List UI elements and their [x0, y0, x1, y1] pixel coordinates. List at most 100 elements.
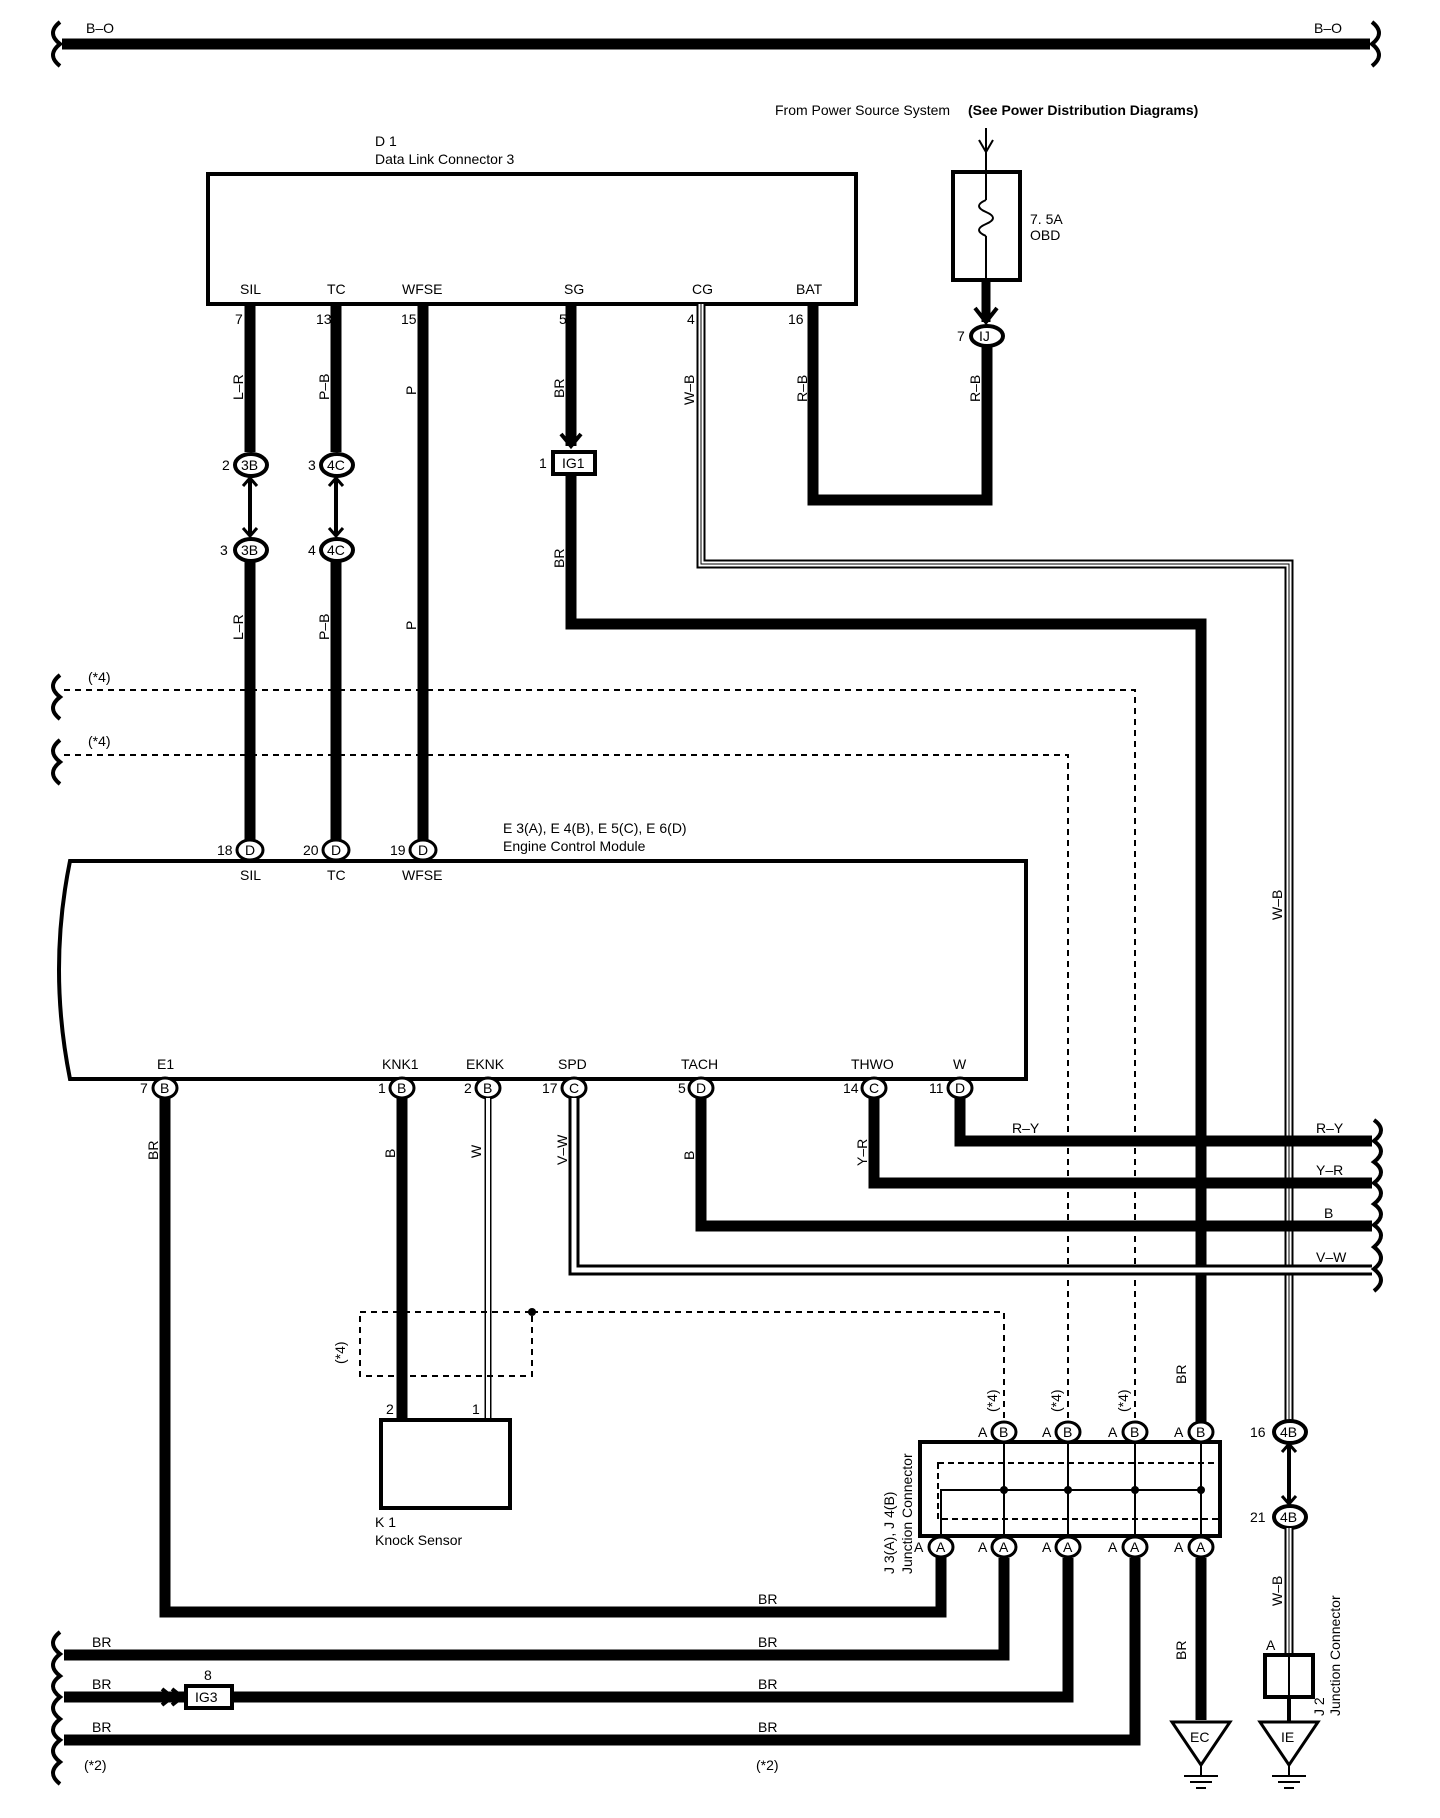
tach-wire-label: B: [681, 1151, 697, 1160]
jc-bottom-pin-2: A: [978, 1539, 988, 1555]
j2-id: J 2: [1311, 1697, 1327, 1716]
right-wire-2: Y–R: [1316, 1162, 1343, 1178]
w-wire-label: R–Y: [1012, 1120, 1040, 1136]
jc-top-pin-4: A: [1174, 1424, 1184, 1440]
right-wire-ends: R–Y Y–R B V–W: [1316, 1118, 1383, 1293]
tc-lower-id: 4C: [327, 542, 345, 558]
ecm-bottom-conn-thwo: C: [869, 1080, 879, 1096]
sil-wire-label-upper: L–R: [230, 374, 246, 400]
j2-name: Junction Connector: [1327, 1595, 1343, 1716]
jc-bottom-conn-4: A: [1130, 1539, 1140, 1555]
spd-wire-label: V–W: [554, 1134, 570, 1165]
jc-bottom-conn-1: A: [936, 1539, 946, 1555]
bus-label-left: B–O: [86, 20, 114, 36]
ground-ec: BR EC: [1169, 1558, 1233, 1789]
fuse-connector-pin: 7: [957, 328, 965, 344]
jc-bottom-pin-1: A: [914, 1539, 924, 1555]
dlc-term-wfse: WFSE: [402, 281, 442, 297]
jc-bottom-conn-2: A: [999, 1539, 1009, 1555]
engine-control-module: E 3(A), E 4(B), E 5(C), E 6(D) Engine Co…: [57, 820, 1028, 1100]
sil-lower-id: 3B: [241, 542, 258, 558]
ground-ec-label: EC: [1190, 1729, 1209, 1745]
dlc-term-sil: SIL: [240, 281, 261, 297]
cg-wire: W–B W–B: [681, 304, 1294, 1428]
sg-wire: BR IG1 1 BR BR: [539, 304, 1207, 1428]
tc-upper-pin: 3: [308, 457, 316, 473]
jc-top-conn-4: B: [1196, 1424, 1205, 1440]
ecm-bottom-conn-eknk: B: [483, 1080, 492, 1096]
dlc-pin-wfse: 15: [401, 311, 417, 327]
ecm-bottom-label-thwo: THWO: [851, 1056, 894, 1072]
sil-wire-label-lower: L–R: [230, 614, 246, 640]
tc-wire-label-lower: P–B: [316, 614, 332, 640]
ecm-bottom-pin-knk1: 1: [378, 1080, 386, 1096]
ecm-bottom-pin-eknk: 2: [464, 1080, 472, 1096]
junction-connector: J 3(A), J 4(B) Junction Connector B B B …: [881, 1389, 1222, 1574]
ecm-bottom-conn-tach: D: [696, 1080, 706, 1096]
dlc-term-bat: BAT: [796, 281, 823, 297]
sil-wire: L–R L–R 3B 2 3B 3: [220, 304, 269, 840]
fuse-name: OBD: [1030, 227, 1060, 243]
wfse-wire: P P: [403, 304, 429, 840]
jc-bottom-pin-4: A: [1108, 1539, 1118, 1555]
sil-lower-pin: 3: [220, 542, 228, 558]
jc-top-conn-2: B: [1063, 1424, 1072, 1440]
knock-name: Knock Sensor: [375, 1532, 462, 1548]
ecm-bottom-conn-w: D: [955, 1080, 965, 1096]
wb-lower-id: 4B: [1280, 1509, 1297, 1525]
spd-wire: V–W: [554, 1098, 1372, 1276]
mid-wire-3: BR: [758, 1719, 777, 1735]
ecm-bottom-label-eknk: EKNK: [466, 1056, 505, 1072]
ground-ie-label: IE: [1281, 1729, 1294, 1745]
junction-name: Junction Connector: [899, 1453, 915, 1574]
wb-ground-path: 4B 16 4B 21 W–B A J 2 Junction Connector…: [1250, 1419, 1343, 1789]
dlc-pin-tc: 13: [316, 311, 332, 327]
j2-pin: A: [1266, 1637, 1276, 1653]
thwo-wire: Y–R: [854, 1098, 1372, 1189]
jc-shield-3: (*4): [1115, 1389, 1131, 1412]
cg-wire-label: W–B: [681, 375, 697, 405]
ecm-bottom-label-knk1: KNK1: [382, 1056, 419, 1072]
bat-wire: R–B R–B: [794, 304, 993, 506]
sil-upper-id: 3B: [241, 457, 258, 473]
knock-pin1: 1: [472, 1401, 480, 1417]
ecm-bottom-conn-spd: C: [569, 1080, 579, 1096]
ecm-bottom-label-e1: E1: [157, 1056, 174, 1072]
knock-wires: B W (*4) 2 1 K 1 Knock Sensor: [332, 1098, 1005, 1548]
mid-wire-1: BR: [758, 1634, 777, 1650]
dlc-term-tc: TC: [327, 281, 346, 297]
jc-bottom-pin-5: A: [1174, 1539, 1184, 1555]
w-wire: R–Y: [954, 1098, 1372, 1147]
ecm-top-pin-wfse: 19: [390, 842, 406, 858]
e1-wire: BR BR: [145, 1098, 947, 1618]
left-wire-2: BR: [92, 1676, 111, 1692]
tc-lower-pin: 4: [308, 542, 316, 558]
ecm-name: Engine Control Module: [503, 838, 646, 854]
fuse-wire-label: R–B: [967, 375, 983, 402]
eknk-wire-label: W: [468, 1144, 484, 1158]
fuse-obd: 7. 5A OBD IJ 7: [951, 128, 1063, 348]
data-link-connector: D 1 Data Link Connector 3 SIL TC WFSE SG…: [206, 133, 858, 327]
right-wire-3: B: [1324, 1205, 1333, 1221]
ecm-top-pin-sil: 18: [217, 842, 233, 858]
sil-upper-pin: 2: [222, 457, 230, 473]
bottom-mark-mid: (*2): [756, 1757, 779, 1773]
bus-label-right: B–O: [1314, 20, 1342, 36]
ecm-bottom-pin-e1: 7: [140, 1080, 148, 1096]
ecm-top-conn-wfse: D: [418, 842, 428, 858]
tach-wire: B: [681, 1098, 1372, 1232]
bat-wire-label: R–B: [794, 375, 810, 402]
shield-label-2: (*4): [88, 733, 111, 749]
wfse-wire-label-upper: P: [403, 386, 419, 395]
ig1-pin: 1: [539, 455, 547, 471]
tc-wire: P–B P–B 4C 3 4C 4: [308, 304, 355, 840]
ecm-top-conn-sil: D: [245, 842, 255, 858]
power-source-prefix: From Power Source System: [775, 102, 950, 118]
ecm-top-conn-tc: D: [331, 842, 341, 858]
knock-id: K 1: [375, 1514, 396, 1530]
jc-top-pin-1: A: [978, 1424, 988, 1440]
power-source-ref: (See Power Distribution Diagrams): [968, 102, 1198, 118]
wfse-wire-label-lower: P: [403, 621, 419, 630]
ig3-pin: 8: [204, 1667, 212, 1683]
ecm-bottom-pin-thwo: 14: [843, 1080, 859, 1096]
